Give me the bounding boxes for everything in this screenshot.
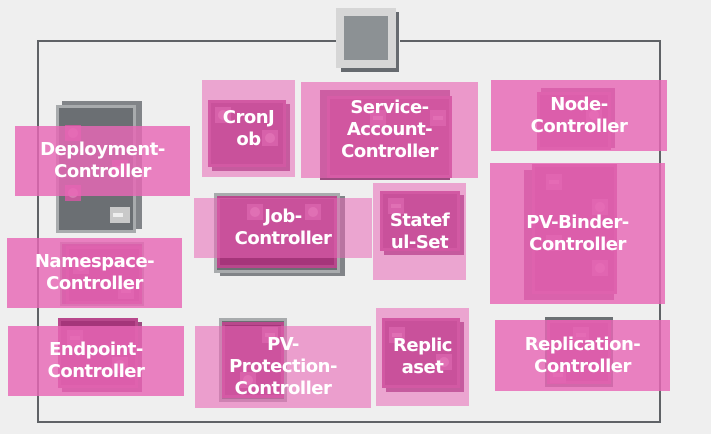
controller-label: Node- Controller [491,80,667,151]
controller-label: PV-Binder- Controller [490,163,665,304]
master-node-panel [344,16,388,60]
master-node [336,8,399,72]
controller-label: Endpoint- Controller [8,326,184,396]
controller-label: Deployment- Controller [15,126,190,196]
controller-label: Statef ul-Set [373,183,466,280]
cluster-frame-top-right [400,40,661,42]
controller-label: Replication- Controller [495,320,670,391]
controller-label: Job- Controller [194,198,372,258]
controller-label: PV- Protection- Controller [195,326,371,408]
controller-label: Service- Account- Controller [301,82,478,178]
controller-label: Replic aset [376,308,469,406]
cluster-frame-top-left [37,40,350,42]
controller-label: Namespace- Controller [7,238,182,308]
controller-label: CronJ ob [202,80,295,177]
